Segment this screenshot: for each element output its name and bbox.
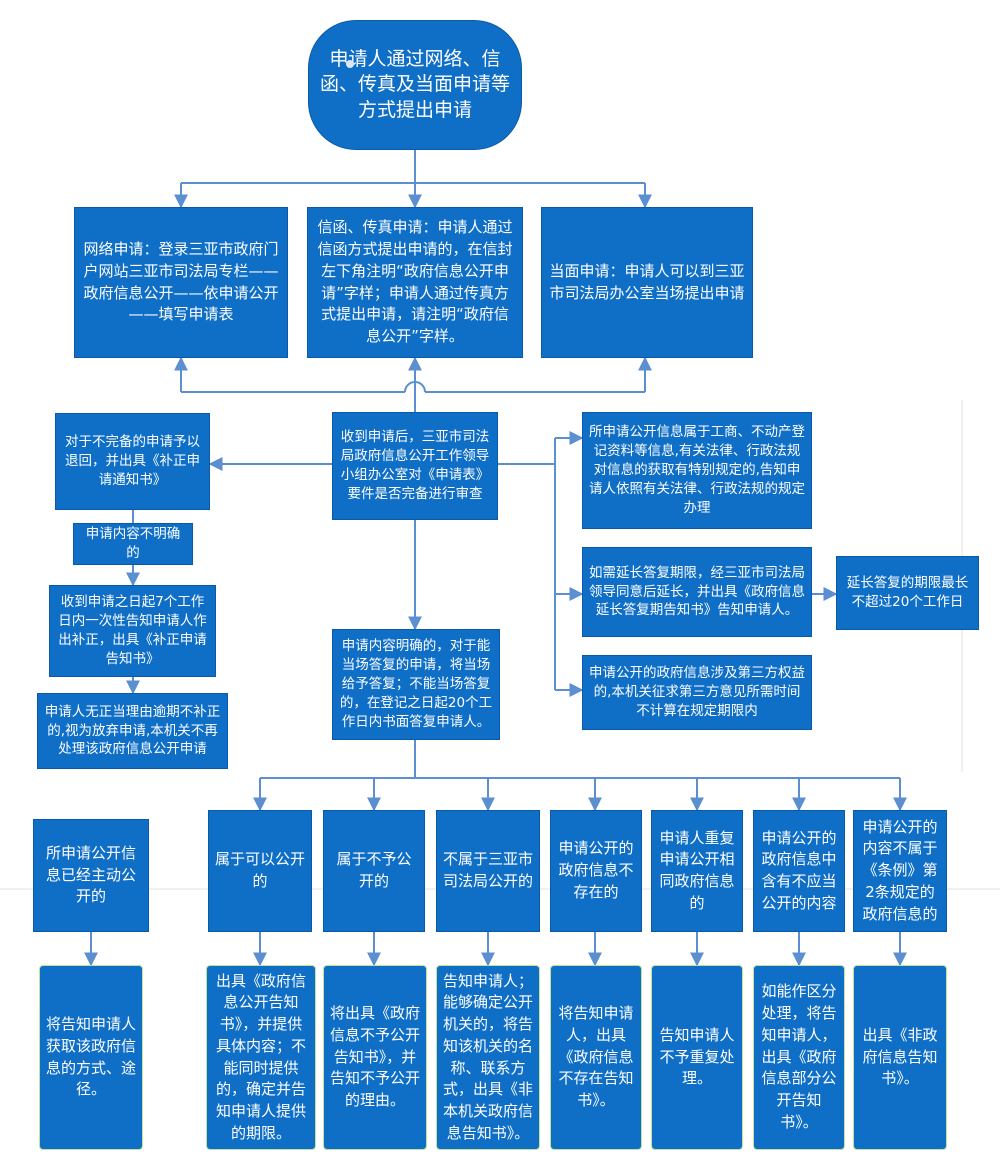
third-party-text: 申请公开的政府信息涉及第三方权益的,本机关征求第三方意见所需时间不计算在规定期限… <box>589 665 805 719</box>
in-person-application-box: 当面申请：申请人可以到三亚市司法局办公室当场提出申请 <box>541 207 753 358</box>
not-public-text: 属于不予公开的 <box>336 850 412 890</box>
letter-fax-application-box: 信函、传真申请：申请人通过信函方式提出申请的，在信封左下角注明“政府信息公开申请… <box>307 207 523 358</box>
repeat-text: 申请人重复申请公开相同政府信息的 <box>659 828 735 912</box>
letter-fax-application-text: 信函、传真申请：申请人通过信函方式提出申请的，在信封左下角注明“政府信息公开申请… <box>317 218 513 345</box>
in-person-application-text: 当面申请：申请人可以到三亚市司法局办公室当场提出申请 <box>549 261 745 302</box>
online-application-text: 网络申请：登录三亚市政府门户网站三亚市司法局专栏——政府信息公开——依申请公开—… <box>83 240 279 324</box>
not-exist-text: 申请公开的政府信息不存在的 <box>558 839 634 901</box>
review-box: 收到申请后，三亚市司法局政府信息公开工作领导小组办公室对《申请表》要件是否完备进… <box>332 412 498 520</box>
abandon-box: 申请人无正当理由逾期不补正的,视为放弃申请,本机关不再处理该政府信息公开申请 <box>37 693 228 769</box>
review-text: 收到申请后，三亚市司法局政府信息公开工作领导小组办公室对《申请表》要件是否完备进… <box>340 429 490 502</box>
not-exist-box: 申请公开的政府信息不存在的 <box>550 810 642 932</box>
clear-request-box: 申请内容明确的，对于能当场答复的申请，将当场给予答复；不能当场答复的，在登记之日… <box>332 629 500 740</box>
not-ours-text: 不属于三亚市司法局公开的 <box>443 850 534 890</box>
not-ours-result-box: 告知申请人；能够确定公开机关的，将告知该机关的名称、联系方式，出具《非本机关政府… <box>436 965 540 1150</box>
online-application-box: 网络申请：登录三亚市政府门户网站三亚市司法局专栏——政府信息公开——依申请公开—… <box>74 207 288 358</box>
unclear-text: 申请内容不明确的 <box>85 526 181 561</box>
not-gov-info-result-text: 出具《非政府信息告知书》。 <box>862 1025 938 1088</box>
active-public-result-box: 将告知申请人获取该政府信息的方式、途径。 <box>39 965 143 1150</box>
clear-request-text: 申请内容明确的，对于能当场答复的申请，将当场给予答复；不能当场答复的，在登记之日… <box>339 638 493 730</box>
partial-result-box: 如能作区分处理，将告知申请人，出具《政府信息部分公开告知书》。 <box>753 965 845 1150</box>
unclear-box: 申请内容不明确的 <box>73 523 193 565</box>
not-gov-info-box: 申请公开的内容不属于《条例》第2条规定的政府信息的 <box>853 810 947 932</box>
partial-box: 申请公开的政府信息中含有不应当公开的内容 <box>753 810 845 932</box>
abandon-text: 申请人无正当理由逾期不补正的,视为放弃申请,本机关不再处理该政府信息公开申请 <box>44 703 221 758</box>
special-rules-text: 所申请公开信息属于工商、不动产登记资料等信息,有关法律、行政法规对信息的获取有特… <box>589 424 805 516</box>
can-public-result-text: 出具《政府信息公开告知书》，并提供具体内容；不能同时提供的，确定并告知申请人提供… <box>215 971 306 1142</box>
extension-text: 如需延长答复期限，经三亚市司法局领导同意后延长，并出具《政府信息延长答复期告知书… <box>589 564 805 619</box>
active-public-box: 所申请公开信息已经主动公开的 <box>33 819 149 932</box>
extension-limit-text: 延长答复的期限最长不超过20个工作日 <box>846 575 969 610</box>
special-rules-box: 所申请公开信息属于工商、不动产登记资料等信息,有关法律、行政法规对信息的获取有特… <box>582 412 812 529</box>
active-public-result-text: 将告知申请人获取该政府信息的方式、途径。 <box>46 1015 137 1099</box>
not-exist-result-box: 将告知申请人，出具《政府信息不存在告知书》。 <box>550 965 642 1150</box>
not-public-result-box: 将出具《政府信息不予公开告知书》，并告知不予公开的理由。 <box>323 965 427 1150</box>
active-public-text: 所申请公开信息已经主动公开的 <box>45 843 136 906</box>
extension-box: 如需延长答复期限，经三亚市司法局领导同意后延长，并出具《政府信息延长答复期告知书… <box>582 547 812 637</box>
bullet-dot <box>346 60 354 68</box>
can-public-result-box: 出具《政府信息公开告知书》，并提供具体内容；不能同时提供的，确定并告知申请人提供… <box>206 965 316 1150</box>
not-gov-info-text: 申请公开的内容不属于《条例》第2条规定的政府信息的 <box>862 817 938 923</box>
not-public-box: 属于不予公开的 <box>323 810 425 932</box>
extension-limit-box: 延长答复的期限最长不超过20个工作日 <box>836 556 979 630</box>
not-ours-result-text: 告知申请人；能够确定公开机关的，将告知该机关的名称、联系方式，出具《非本机关政府… <box>443 971 534 1142</box>
third-party-box: 申请公开的政府信息涉及第三方权益的,本机关征求第三方意见所需时间不计算在规定期限… <box>582 655 812 730</box>
incomplete-text: 对于不完备的申请予以退回，并出具《补正申请通知书》 <box>65 434 200 488</box>
can-public-box: 属于可以公开的 <box>208 810 312 932</box>
repeat-box: 申请人重复申请公开相同政府信息的 <box>651 810 743 932</box>
correction-box: 收到申请之日起7个工作日内一次性告知申请人作出补正，出具《补正申请告知书》 <box>49 585 216 677</box>
partial-result-text: 如能作区分处理，将告知申请人，出具《政府信息部分公开告知书》。 <box>761 982 837 1131</box>
repeat-result-box: 告知申请人不予重复处理。 <box>651 965 743 1150</box>
start-text: 申请人通过网络、信函、传真及当面申请等方式提出申请 <box>319 48 510 121</box>
can-public-text: 属于可以公开的 <box>215 850 306 890</box>
not-gov-info-result-box: 出具《非政府信息告知书》。 <box>853 965 947 1150</box>
incomplete-box: 对于不完备的申请予以退回，并出具《补正申请通知书》 <box>55 413 210 510</box>
not-public-result-text: 将出具《政府信息不予公开告知书》，并告知不予公开的理由。 <box>330 1004 421 1110</box>
not-exist-result-text: 将告知申请人，出具《政府信息不存在告知书》。 <box>558 1004 634 1110</box>
start-node: 申请人通过网络、信函、传真及当面申请等方式提出申请 <box>308 20 522 150</box>
partial-text: 申请公开的政府信息中含有不应当公开的内容 <box>761 828 837 912</box>
correction-text: 收到申请之日起7个工作日内一次性告知申请人作出补正，出具《补正申请告知书》 <box>58 594 207 667</box>
not-ours-box: 不属于三亚市司法局公开的 <box>436 810 540 932</box>
repeat-result-text: 告知申请人不予重复处理。 <box>659 1025 735 1088</box>
